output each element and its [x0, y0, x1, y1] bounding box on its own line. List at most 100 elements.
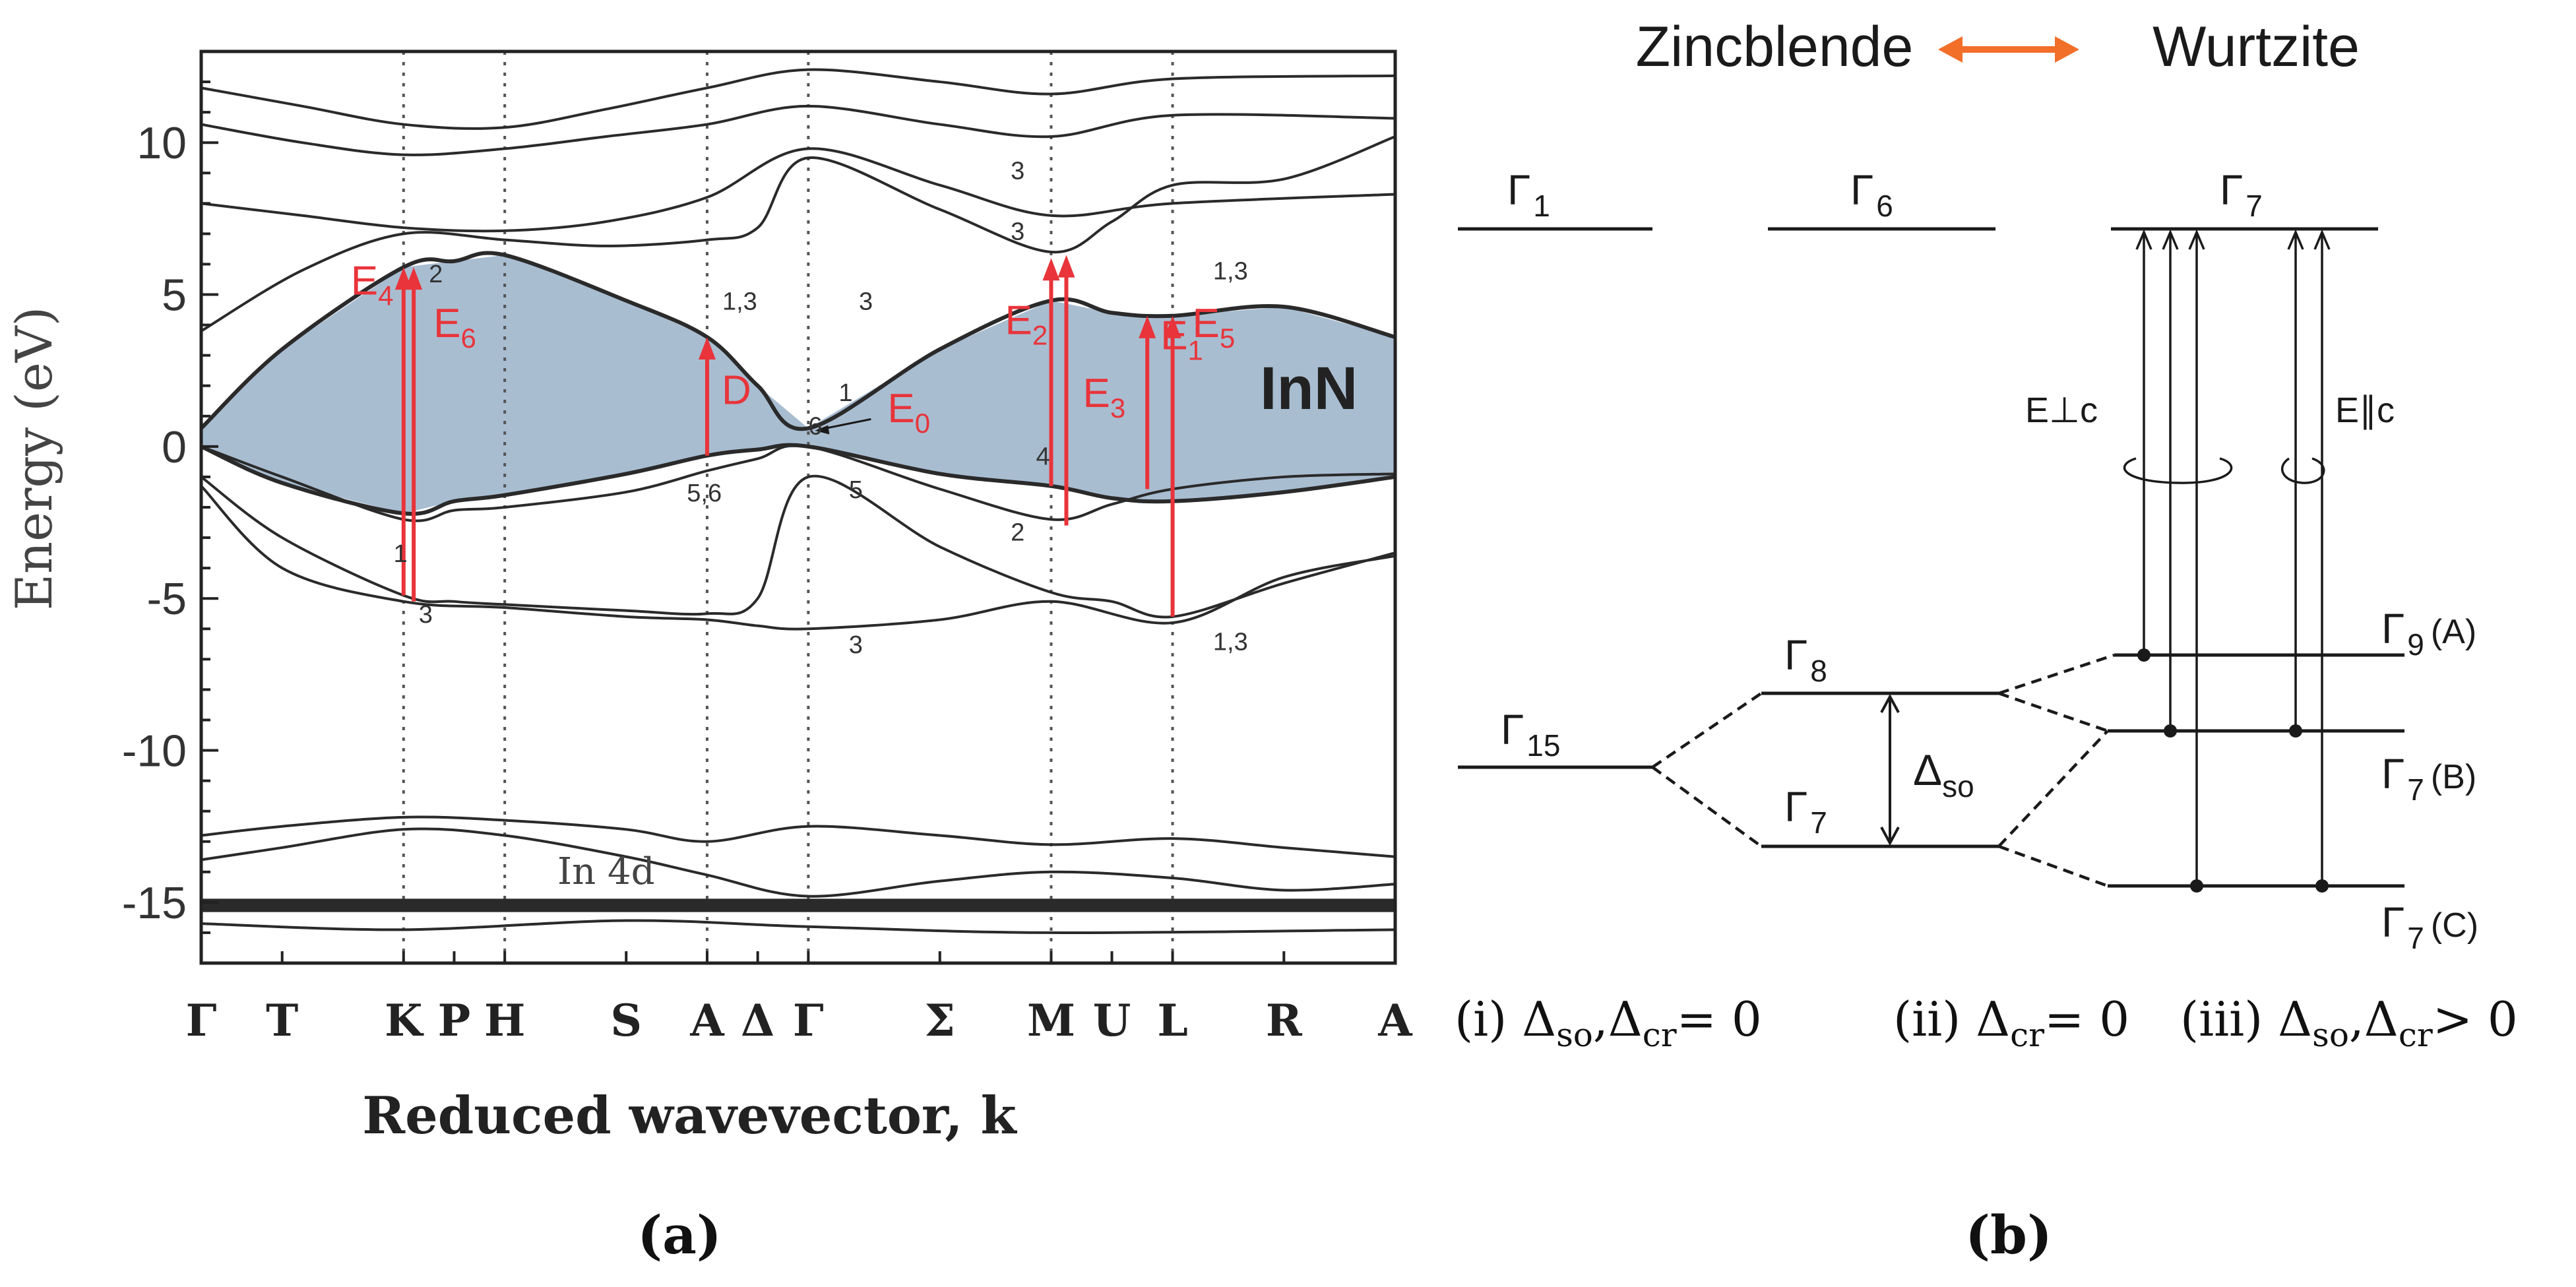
level-label: Γ7(B) [2381, 750, 2476, 807]
transition-arrows: E4E6DE0E2E3E1E5 [351, 255, 1235, 617]
level-label: Γ7 [2220, 166, 2263, 223]
polarization-par-label: E∥c [2335, 391, 2395, 430]
band-index-label: 5 [849, 476, 863, 504]
zincblende-title: Zincblende [1636, 15, 1914, 78]
band-curve-9 [201, 815, 1396, 858]
level-label: Γ8 [1784, 631, 1827, 688]
level-diagram-panel: Zincblende Wurtzite [1455, 15, 2518, 1266]
band-index-label: 3 [849, 631, 863, 659]
level-label: Γ1 [1507, 166, 1550, 223]
high-symmetry-lines [402, 51, 1174, 963]
band-index-label: 4 [1036, 443, 1050, 471]
k-point-label: A [1377, 995, 1412, 1046]
k-point-label: R [1266, 995, 1303, 1046]
panel-b-label: (b) [1965, 1204, 2052, 1266]
k-point-label: Γ [793, 995, 824, 1046]
k-point-label: U [1093, 995, 1131, 1046]
band-index-label: 3 [859, 288, 873, 316]
band-curve-8 [201, 68, 1396, 130]
k-point-label: H [484, 995, 525, 1046]
band-curve-6 [201, 147, 1396, 233]
band-curve-7 [201, 104, 1396, 156]
case-label-0: (i) Δso,Δcr= 0 [1455, 991, 1762, 1054]
transition-label-1: E6 [433, 301, 476, 354]
band-index-label: 3 [1011, 157, 1024, 185]
band-index-label: 1,3 [1213, 629, 1248, 656]
transition-label-3: E0 [887, 386, 930, 439]
double-arrow-icon [1938, 36, 2079, 63]
material-label: InN [1260, 355, 1358, 422]
transition-arrow-1: E6 [405, 267, 476, 602]
band-index-label: 6 [808, 412, 822, 440]
y-axis-label: Energy (eV) [5, 307, 63, 611]
transition-arrow-7: E5 [1164, 301, 1236, 617]
wurtzite-transition-2 [2188, 229, 2205, 893]
panel-a-label: (a) [637, 1204, 722, 1266]
band-index-label: 3 [1011, 218, 1024, 246]
k-point-label: Σ [924, 995, 955, 1046]
y-tick-label: -5 [147, 574, 187, 624]
transition-arrow-3: E0 [815, 386, 930, 439]
wurtzite-transition-3 [2287, 229, 2304, 738]
k-point-label: K [385, 995, 424, 1046]
transition-label-2: D [722, 367, 751, 413]
delta-so-label: Δso [1913, 745, 1974, 803]
wurtzite-transition-1 [2162, 229, 2179, 738]
band-curve-10 [201, 827, 1396, 898]
level-label: Γ9(A) [2381, 605, 2476, 662]
k-point-label: Γ [186, 995, 217, 1046]
x-axis-label: Reduced wavevector, k [362, 1086, 1017, 1146]
band-curve-0 [199, 251, 1396, 431]
band-curve-13 [201, 919, 1396, 935]
band-index-label: 5,6 [687, 480, 722, 507]
wurtzite-transition-0 [2135, 229, 2152, 662]
k-point-label: P [438, 995, 471, 1046]
polarization-loop-perp [2123, 457, 2233, 484]
transition-label-5: E3 [1083, 371, 1125, 424]
band-index-label: 1,3 [1213, 258, 1248, 286]
level-label: Γ7(C) [2381, 898, 2478, 955]
y-tick-label: -10 [122, 726, 187, 776]
energy-levels [1458, 227, 2404, 888]
transition-arrow-2: D [698, 337, 751, 456]
level-label: Γ7 [1784, 783, 1827, 840]
transition-label-4: E2 [1005, 298, 1048, 350]
in4d-label: In 4d [557, 850, 654, 893]
band-index-label: 1 [393, 540, 407, 568]
k-point-label: M [1027, 995, 1075, 1046]
level-label: Γ6 [1850, 166, 1893, 223]
transition-arrow-0: E4 [351, 259, 412, 596]
transition-arrow-5: E3 [1057, 255, 1125, 526]
gap-shading [201, 255, 1395, 514]
case-labels: (i) Δso,Δcr= 0 (ii) Δcr= 0 (iii) Δso,Δcr> … [1455, 991, 2518, 1054]
polarization-loop-par [2280, 457, 2325, 484]
wurtzite-transitions [2135, 229, 2331, 893]
case-label-2: (iii) Δso,Δcr> 0 [2180, 991, 2518, 1054]
transition-label-0: E4 [351, 259, 394, 311]
band-index-label: 2 [1011, 519, 1024, 547]
k-point-label: T [266, 995, 298, 1046]
svg-text:Δso: Δso [1913, 745, 1974, 803]
band-index-label: 1,3 [722, 288, 757, 316]
transition-label-7: E5 [1193, 301, 1236, 354]
wurtzite-transition-4 [2313, 229, 2331, 893]
transition-arrow-4: E2 [1005, 258, 1060, 486]
k-point-label: A [689, 995, 724, 1046]
band-index-label: 1 [838, 379, 852, 407]
k-point-label: S [610, 995, 642, 1046]
case-label-1: (ii) Δcr= 0 [1893, 991, 2129, 1054]
band-index-label: 3 [419, 601, 433, 629]
y-tick-label: -15 [122, 878, 187, 928]
y-tick-label: 0 [162, 422, 187, 472]
spin-orbit-arrow [1880, 693, 1900, 846]
level-label: Γ15 [1501, 706, 1560, 763]
polarization-perp-label: E⊥c [2025, 391, 2098, 430]
y-tick-label: 5 [162, 270, 187, 321]
band-curve-5 [200, 135, 1396, 332]
band-curve-4 [200, 485, 1396, 631]
k-point-label: L [1157, 995, 1187, 1046]
